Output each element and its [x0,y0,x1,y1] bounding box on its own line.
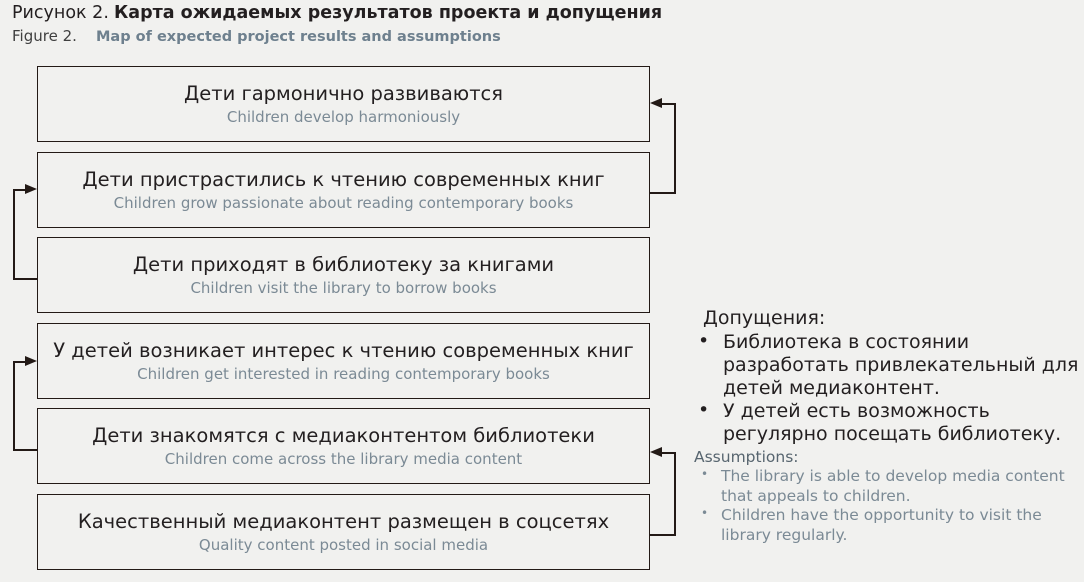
connector-node2-to-node1-segment-out [650,192,676,194]
connector-node5-to-node4-segment-in [13,361,27,363]
connector-node3-to-node2-arrowhead-icon [25,184,37,194]
connector-node6-to-node5-segment-out [650,534,676,536]
connector-node5-to-node4-segment-out [13,449,38,451]
result-box-english-text: Children develop harmoniously [226,107,461,126]
bullet-icon: • [701,506,709,521]
connector-node6-to-node5-arrowhead-icon [650,447,662,457]
bullet-icon: • [698,398,710,421]
result-box-children-encounter-media-content: Дети знакомятся с медиаконтентом библиот… [37,408,650,484]
connector-node2-to-node1-segment-up [674,103,676,194]
assumptions-panel: Допущения: • Библиотека в состоянии разр… [690,306,1084,546]
assumption-item: • Библиотека в состоянии разработать при… [690,329,1084,400]
caption-russian-title: Карта ожидаемых результатов проекта и до… [113,3,663,23]
connector-node6-to-node5-segment-in [660,452,676,454]
assumption-item: • Children have the opportunity to visit… [690,506,1084,546]
result-box-russian-text: Качественный медиаконтент размещен в соц… [77,509,610,533]
result-box-english-text: Children get interested in reading conte… [137,364,550,383]
assumption-item: • The library is able to develop media c… [690,467,1084,507]
result-box-children-visit-library: Дети приходят в библиотеку за книгами Ch… [37,237,650,313]
result-box-quality-content-social-media: Качественный медиаконтент размещен в соц… [37,494,650,570]
assumption-item: • У детей есть возможность регулярно пос… [690,398,1084,446]
result-box-english-text: Quality content posted in social media [198,535,489,554]
caption-russian-line: Рисунок 2. Карта ожидаемых результатов п… [12,2,732,25]
caption-english-prefix: Figure 2. [12,27,77,46]
connector-node2-to-node1-segment-in [660,103,676,105]
result-box-russian-text: Дети пристрастились к чтению современных… [82,167,605,191]
result-box-russian-text: Дети гармонично развиваются [183,81,504,105]
result-box-english-text: Children come across the library media c… [164,449,523,468]
caption-russian-prefix: Рисунок 2. [12,3,109,23]
caption-english-line: Figure 2. Map of expected project result… [12,25,732,47]
assumptions-english-list: • The library is able to develop media c… [690,467,1084,546]
result-box-russian-text: Дети приходят в библиотеку за книгами [132,252,555,276]
connector-node3-to-node2-segment-in [13,189,27,191]
connector-node5-to-node4-segment-up [13,361,15,451]
bullet-icon: • [701,466,709,481]
result-box-children-interested-reading: У детей возникает интерес к чтению совре… [37,323,650,399]
caption-english-title: Map of expected project results and assu… [95,29,501,46]
bullet-icon: • [698,329,710,352]
result-box-russian-text: У детей возникает интерес к чтению совре… [53,338,634,362]
assumptions-english-heading: Assumptions: [694,447,799,466]
connector-node6-to-node5-segment-up [674,452,676,536]
connector-node3-to-node2-segment-out [13,278,38,280]
connector-node2-to-node1-arrowhead-icon [650,98,662,108]
assumption-item-text: Библиотека в состоянии разработать привл… [723,330,1079,399]
result-box-english-text: Children grow passionate about reading c… [113,193,574,212]
assumption-item-text: У детей есть возможность регулярно посещ… [723,399,1062,445]
result-box-children-passionate-reading: Дети пристрастились к чтению современных… [37,152,650,228]
figure-caption: Рисунок 2. Карта ожидаемых результатов п… [12,2,732,47]
result-box-english-text: Children visit the library to borrow boo… [190,278,497,297]
assumptions-russian-list: • Библиотека в состоянии разработать при… [690,329,1084,446]
connector-node5-to-node4-arrowhead-icon [25,356,37,366]
result-box-russian-text: Дети знакомятся с медиаконтентом библиот… [92,423,595,447]
assumption-item-text: The library is able to develop media con… [721,466,1065,505]
result-box-children-develop-harmoniously: Дети гармонично развиваются Children dev… [37,66,650,142]
assumptions-russian-heading: Допущения: [703,307,826,329]
connector-node3-to-node2-segment-up [13,189,15,280]
assumption-item-text: Children have the opportunity to visit t… [721,506,1042,545]
